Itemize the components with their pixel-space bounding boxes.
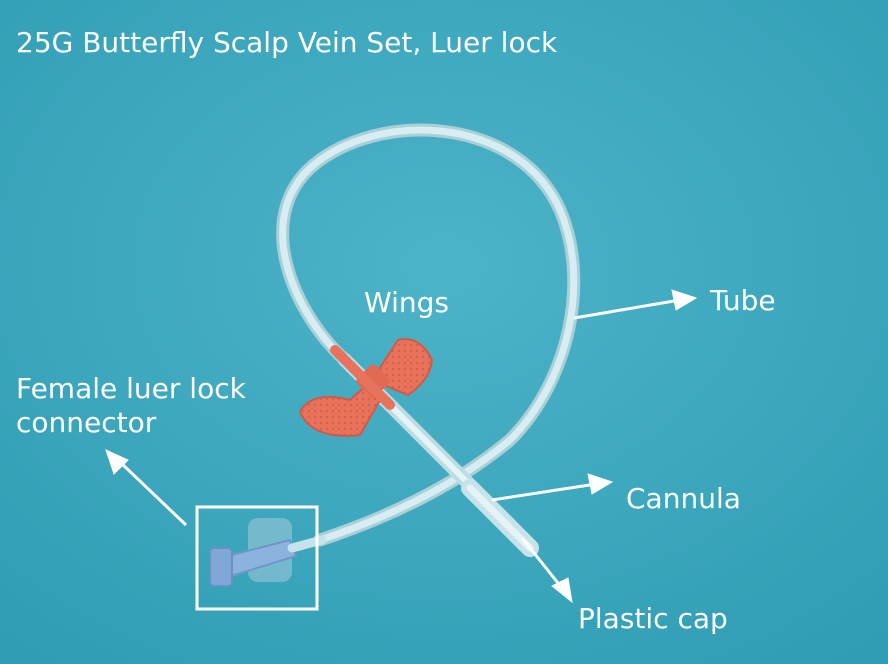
arrow-tube (573, 298, 681, 320)
wings (298, 338, 434, 437)
image-title: 25G Butterfly Scalp Vein Set, Luer lock (16, 26, 558, 59)
arrow-female-head (105, 449, 129, 475)
arrow-cap (520, 537, 564, 589)
luer-lock-connector (209, 518, 327, 587)
arrow-cap-head (551, 577, 573, 604)
annotation-arrows (105, 289, 698, 604)
plastic-cap (461, 479, 539, 557)
label-plastic-cap: Plastic cap (578, 602, 728, 635)
arrow-female (118, 460, 188, 527)
label-tube: Tube (710, 284, 776, 317)
label-female-luer-lock-connector: Female luer lock connector (16, 372, 246, 440)
arrow-cannula-head (587, 473, 614, 495)
label-cannula: Cannula (626, 482, 741, 515)
arrow-cannula (491, 482, 597, 502)
arrow-tube-head (671, 289, 698, 311)
connector-highlight-box (195, 505, 319, 611)
label-female-line2: connector (16, 406, 157, 439)
label-wings: Wings (364, 286, 449, 319)
label-female-line1: Female luer lock (16, 372, 246, 405)
